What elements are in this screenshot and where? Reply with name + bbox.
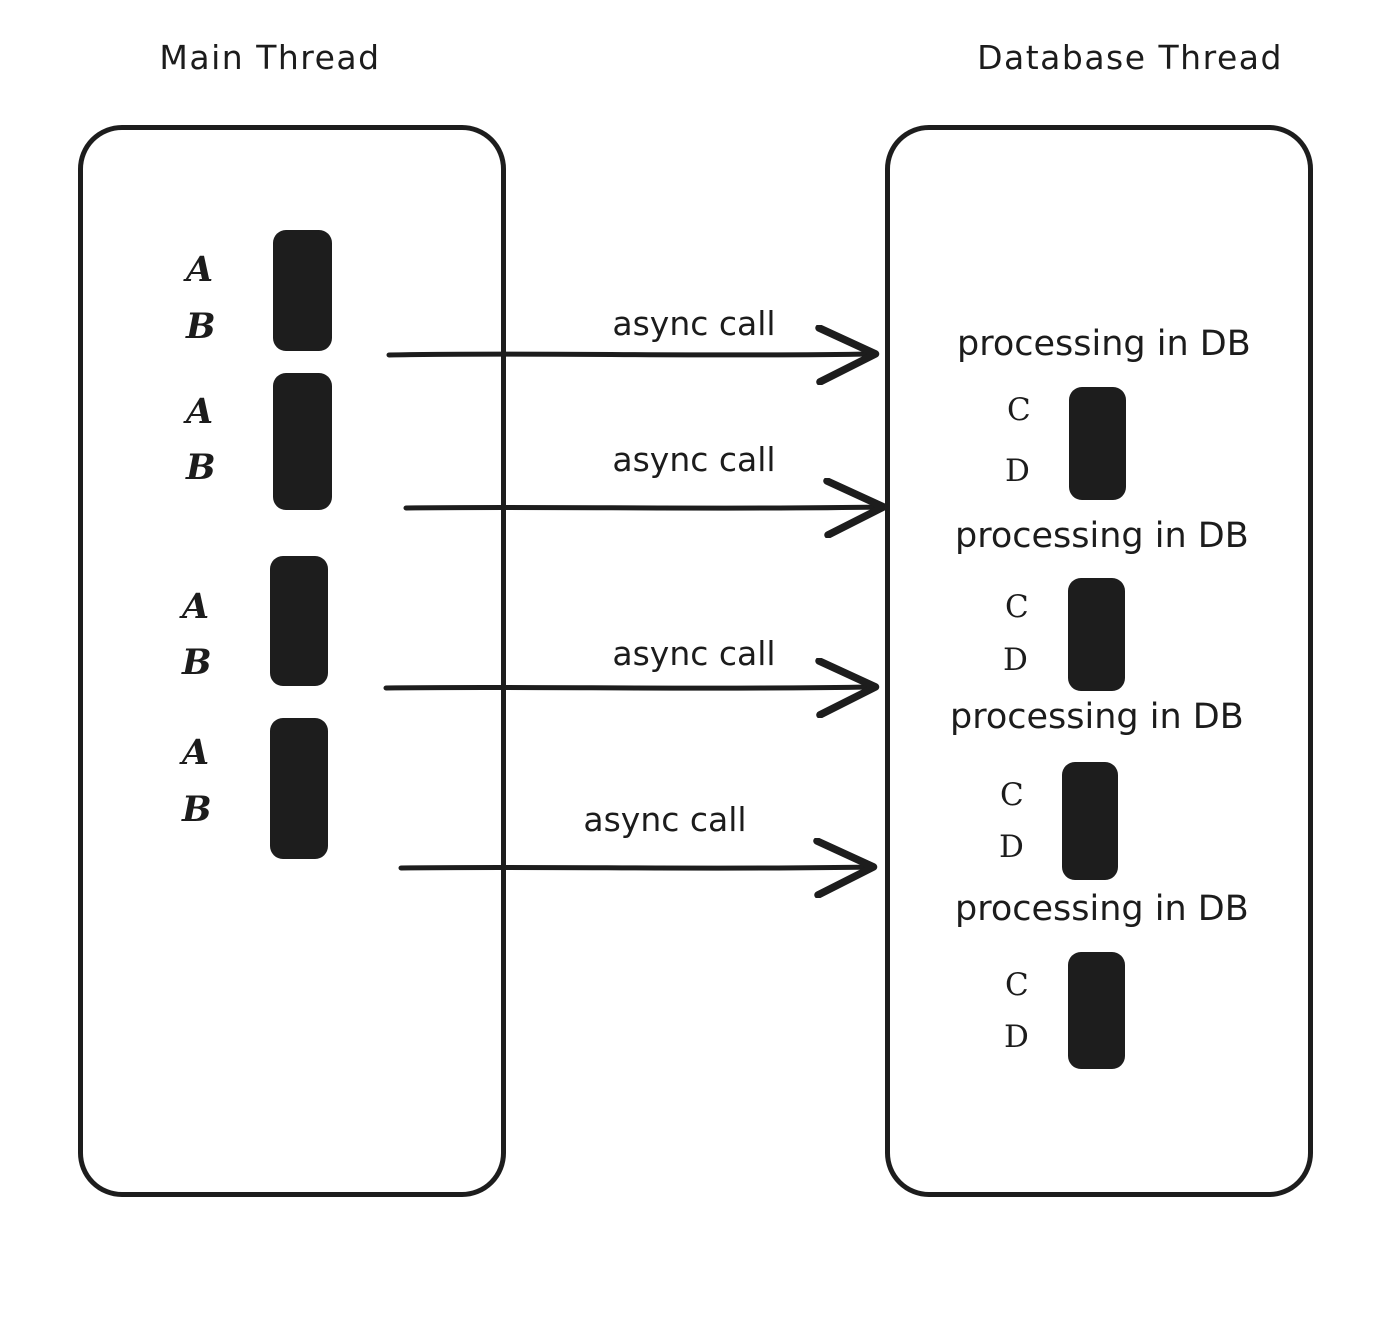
- main-thread-busy-block-1: [273, 230, 332, 351]
- database-thread-title: Database Thread: [977, 38, 1283, 77]
- db-step-label-c-3: C: [1000, 777, 1024, 813]
- main-thread-title: Main Thread: [159, 38, 381, 77]
- db-phase-label-3: processing in DB: [950, 697, 1244, 737]
- db-step-label-c-4: C: [1005, 967, 1029, 1003]
- main-step-label-a-2: A: [186, 391, 214, 432]
- main-step-label-a-3: A: [182, 586, 210, 627]
- db-step-label-d-1: D: [1005, 453, 1030, 489]
- async-call-label-3: async call: [612, 634, 776, 673]
- database-thread-lane: [885, 125, 1313, 1197]
- main-thread-busy-block-2: [273, 373, 332, 510]
- main-step-label-a-1: A: [186, 249, 214, 290]
- db-step-label-c-2: C: [1005, 589, 1029, 625]
- main-step-label-b-1: B: [186, 306, 216, 347]
- main-step-label-a-4: A: [182, 732, 210, 773]
- async-call-label-1: async call: [612, 304, 776, 343]
- db-step-label-c-1: C: [1007, 392, 1031, 428]
- main-thread-busy-block-4: [270, 718, 328, 859]
- db-phase-label-4: processing in DB: [955, 889, 1249, 929]
- db-phase-label-2: processing in DB: [955, 516, 1249, 556]
- db-thread-busy-block-3: [1062, 762, 1118, 880]
- main-thread-lane: [78, 125, 506, 1197]
- main-step-label-b-3: B: [182, 642, 212, 683]
- main-step-label-b-4: B: [182, 789, 212, 830]
- db-thread-busy-block-1: [1069, 387, 1126, 500]
- async-call-label-4: async call: [583, 800, 747, 839]
- db-step-label-d-3: D: [999, 829, 1024, 865]
- db-thread-busy-block-2: [1068, 578, 1125, 691]
- db-step-label-d-4: D: [1004, 1019, 1029, 1055]
- main-thread-busy-block-3: [270, 556, 328, 686]
- db-phase-label-1: processing in DB: [957, 324, 1251, 364]
- db-thread-busy-block-4: [1068, 952, 1125, 1069]
- db-step-label-d-2: D: [1003, 642, 1028, 678]
- main-step-label-b-2: B: [186, 447, 216, 488]
- async-call-label-2: async call: [612, 440, 776, 479]
